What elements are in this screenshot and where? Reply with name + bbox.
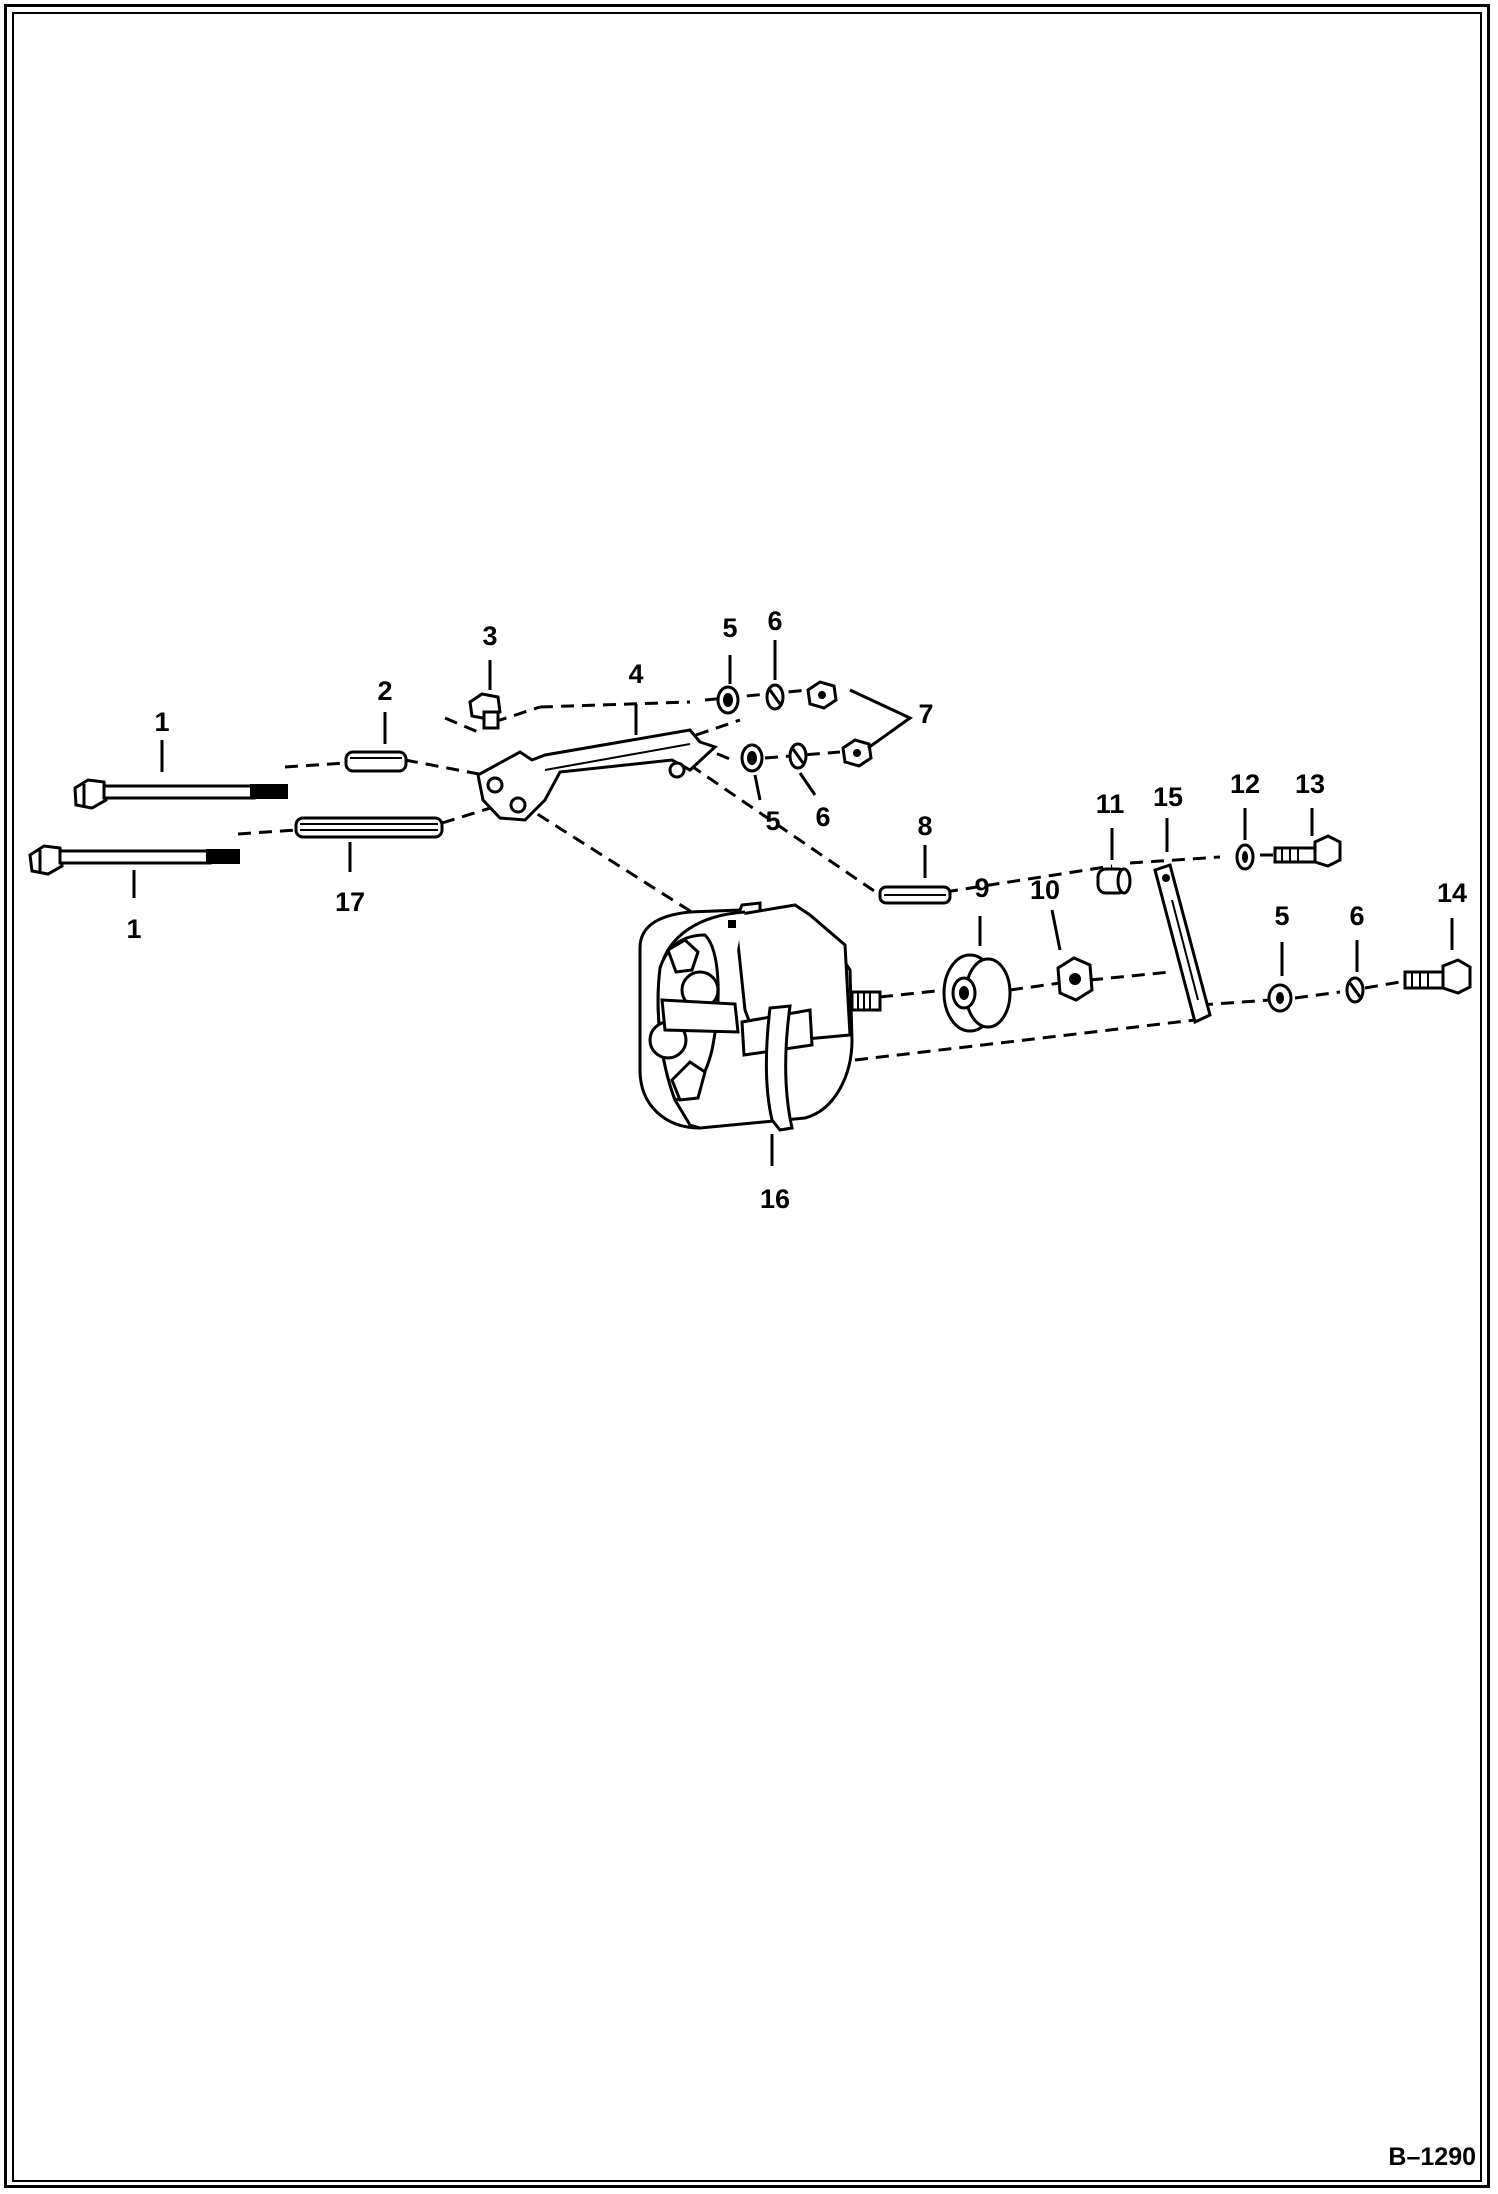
callout-13: 13	[1295, 769, 1325, 799]
part-7-nut-upper	[806, 680, 838, 710]
part-6-lockwasher-middle	[788, 742, 808, 770]
part-14-bolt	[1403, 958, 1472, 995]
part-15-strap	[1153, 863, 1212, 1025]
part-1-upper-bolt	[73, 778, 288, 810]
part-13-bolt	[1273, 834, 1342, 868]
page-border	[4, 4, 1490, 2188]
callout-6-middle: 6	[815, 802, 830, 832]
callout-5-middle: 5	[765, 806, 780, 836]
callout-2: 2	[377, 676, 392, 706]
part-16-pump	[638, 901, 882, 1132]
callout-3: 3	[482, 621, 497, 651]
part-12-washer	[1235, 843, 1255, 871]
callout-9: 9	[974, 873, 989, 903]
callout-1-lower: 1	[126, 914, 141, 944]
callout-17: 17	[335, 887, 365, 917]
callout-6-lower: 6	[1349, 901, 1364, 931]
part-4-bracket	[476, 728, 718, 822]
callout-6-upper: 6	[767, 606, 782, 636]
callout-16: 16	[760, 1184, 790, 1214]
part-7-nut-lower	[841, 738, 873, 768]
callout-5-upper: 5	[722, 613, 737, 643]
part-5-washer-middle	[740, 743, 764, 773]
part-6-lockwasher-upper	[765, 683, 785, 711]
callout-12: 12	[1230, 769, 1260, 799]
callout-1-upper: 1	[154, 707, 169, 737]
callout-4: 4	[628, 659, 643, 689]
part-2-spacer	[344, 750, 408, 773]
part-3-cap-screw	[468, 692, 502, 730]
page-border-inner	[12, 12, 1482, 2182]
part-17-long-spacer	[294, 816, 444, 839]
callout-7: 7	[918, 699, 933, 729]
callout-15: 15	[1153, 782, 1183, 812]
callout-5-lower: 5	[1274, 901, 1289, 931]
leader-lines	[132, 640, 1454, 1166]
part-6-lockwasher-lower	[1345, 976, 1365, 1004]
part-9-pulley	[942, 953, 1012, 1033]
part-8-pin	[878, 885, 952, 905]
figure-reference: B–1290	[1388, 2143, 1476, 2171]
part-11-bushing	[1096, 867, 1132, 895]
callout-labels: 1 1 2 3 4 5 6 5 6 7 8 9 10 11 15 12 13 5…	[126, 606, 1467, 1214]
callout-11: 11	[1096, 789, 1125, 819]
part-5-washer-lower	[1267, 983, 1293, 1013]
callout-8: 8	[917, 811, 932, 841]
part-10-nut	[1056, 956, 1094, 1002]
part-1-lower-bolt	[28, 844, 240, 876]
callout-14: 14	[1437, 878, 1467, 908]
part-5-washer-upper	[716, 685, 740, 715]
callout-10: 10	[1030, 875, 1060, 905]
